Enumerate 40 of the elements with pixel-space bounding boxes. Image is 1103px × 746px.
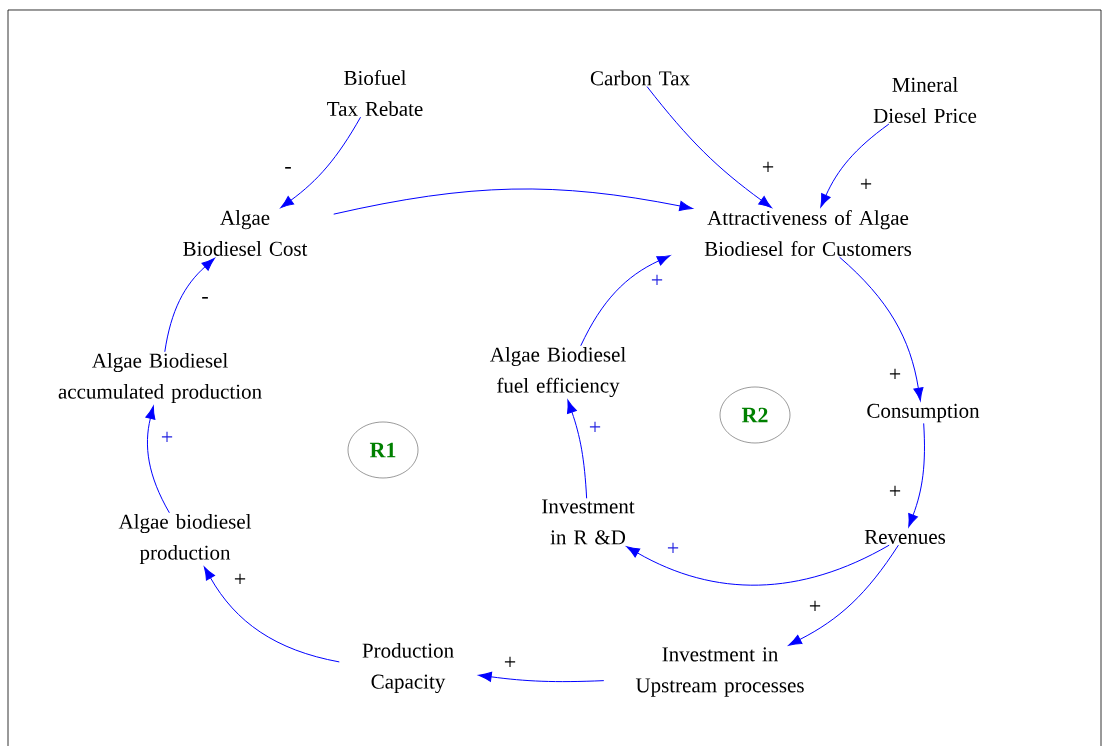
polarity-sign: + bbox=[234, 573, 246, 585]
variable-label: Algae biodiesel production bbox=[118, 513, 252, 564]
arrow bbox=[580, 255, 671, 347]
arrow bbox=[145, 405, 170, 514]
arrow bbox=[788, 544, 899, 646]
polarity-sign: + bbox=[889, 368, 901, 380]
arrow bbox=[567, 399, 588, 499]
polarity-sign: + bbox=[589, 421, 601, 433]
variable-label: Algae Biodiesel accumulated production bbox=[58, 353, 262, 403]
arrow bbox=[626, 544, 890, 586]
arrow bbox=[820, 123, 890, 208]
variable-label: Algae Biodiesel Cost bbox=[183, 210, 308, 256]
variable-label: Algae Biodiesel fuel efficiency bbox=[490, 346, 626, 398]
variable-label: Carbon Tax bbox=[590, 70, 690, 86]
variable-label: Production Capacity bbox=[362, 642, 454, 694]
arrow bbox=[646, 86, 772, 209]
variable-label: Consumption bbox=[867, 403, 980, 423]
polarity-sign: + bbox=[860, 178, 872, 190]
arrow bbox=[839, 256, 924, 402]
variable-label: Biofuel Tax Rebate bbox=[327, 70, 423, 116]
variable-label: Investment in Upstream processes bbox=[635, 647, 804, 697]
variable-label: Investment in R &D bbox=[542, 499, 635, 545]
variable-label: Revenues bbox=[864, 530, 946, 544]
polarity-sign: + bbox=[809, 600, 821, 612]
variable-label: Mineral Diesel Price bbox=[873, 77, 977, 123]
polarity-sign: + bbox=[889, 485, 901, 497]
polarity-sign: - bbox=[285, 167, 291, 169]
polarity-sign: + bbox=[504, 656, 516, 668]
polarity-sign: + bbox=[161, 431, 173, 443]
arrow bbox=[280, 116, 362, 209]
variable-label: Attractiveness of Algae Biodiesel for Customers bbox=[704, 210, 912, 256]
arrow bbox=[333, 188, 693, 215]
arrow bbox=[908, 422, 925, 528]
polarity-sign: + bbox=[762, 161, 774, 173]
arrow bbox=[478, 671, 605, 683]
polarity-sign: - bbox=[202, 297, 208, 299]
arrow bbox=[203, 566, 340, 663]
polarity-sign: + bbox=[667, 542, 679, 554]
polarity-sign: + bbox=[651, 274, 663, 286]
arrow bbox=[164, 258, 215, 353]
